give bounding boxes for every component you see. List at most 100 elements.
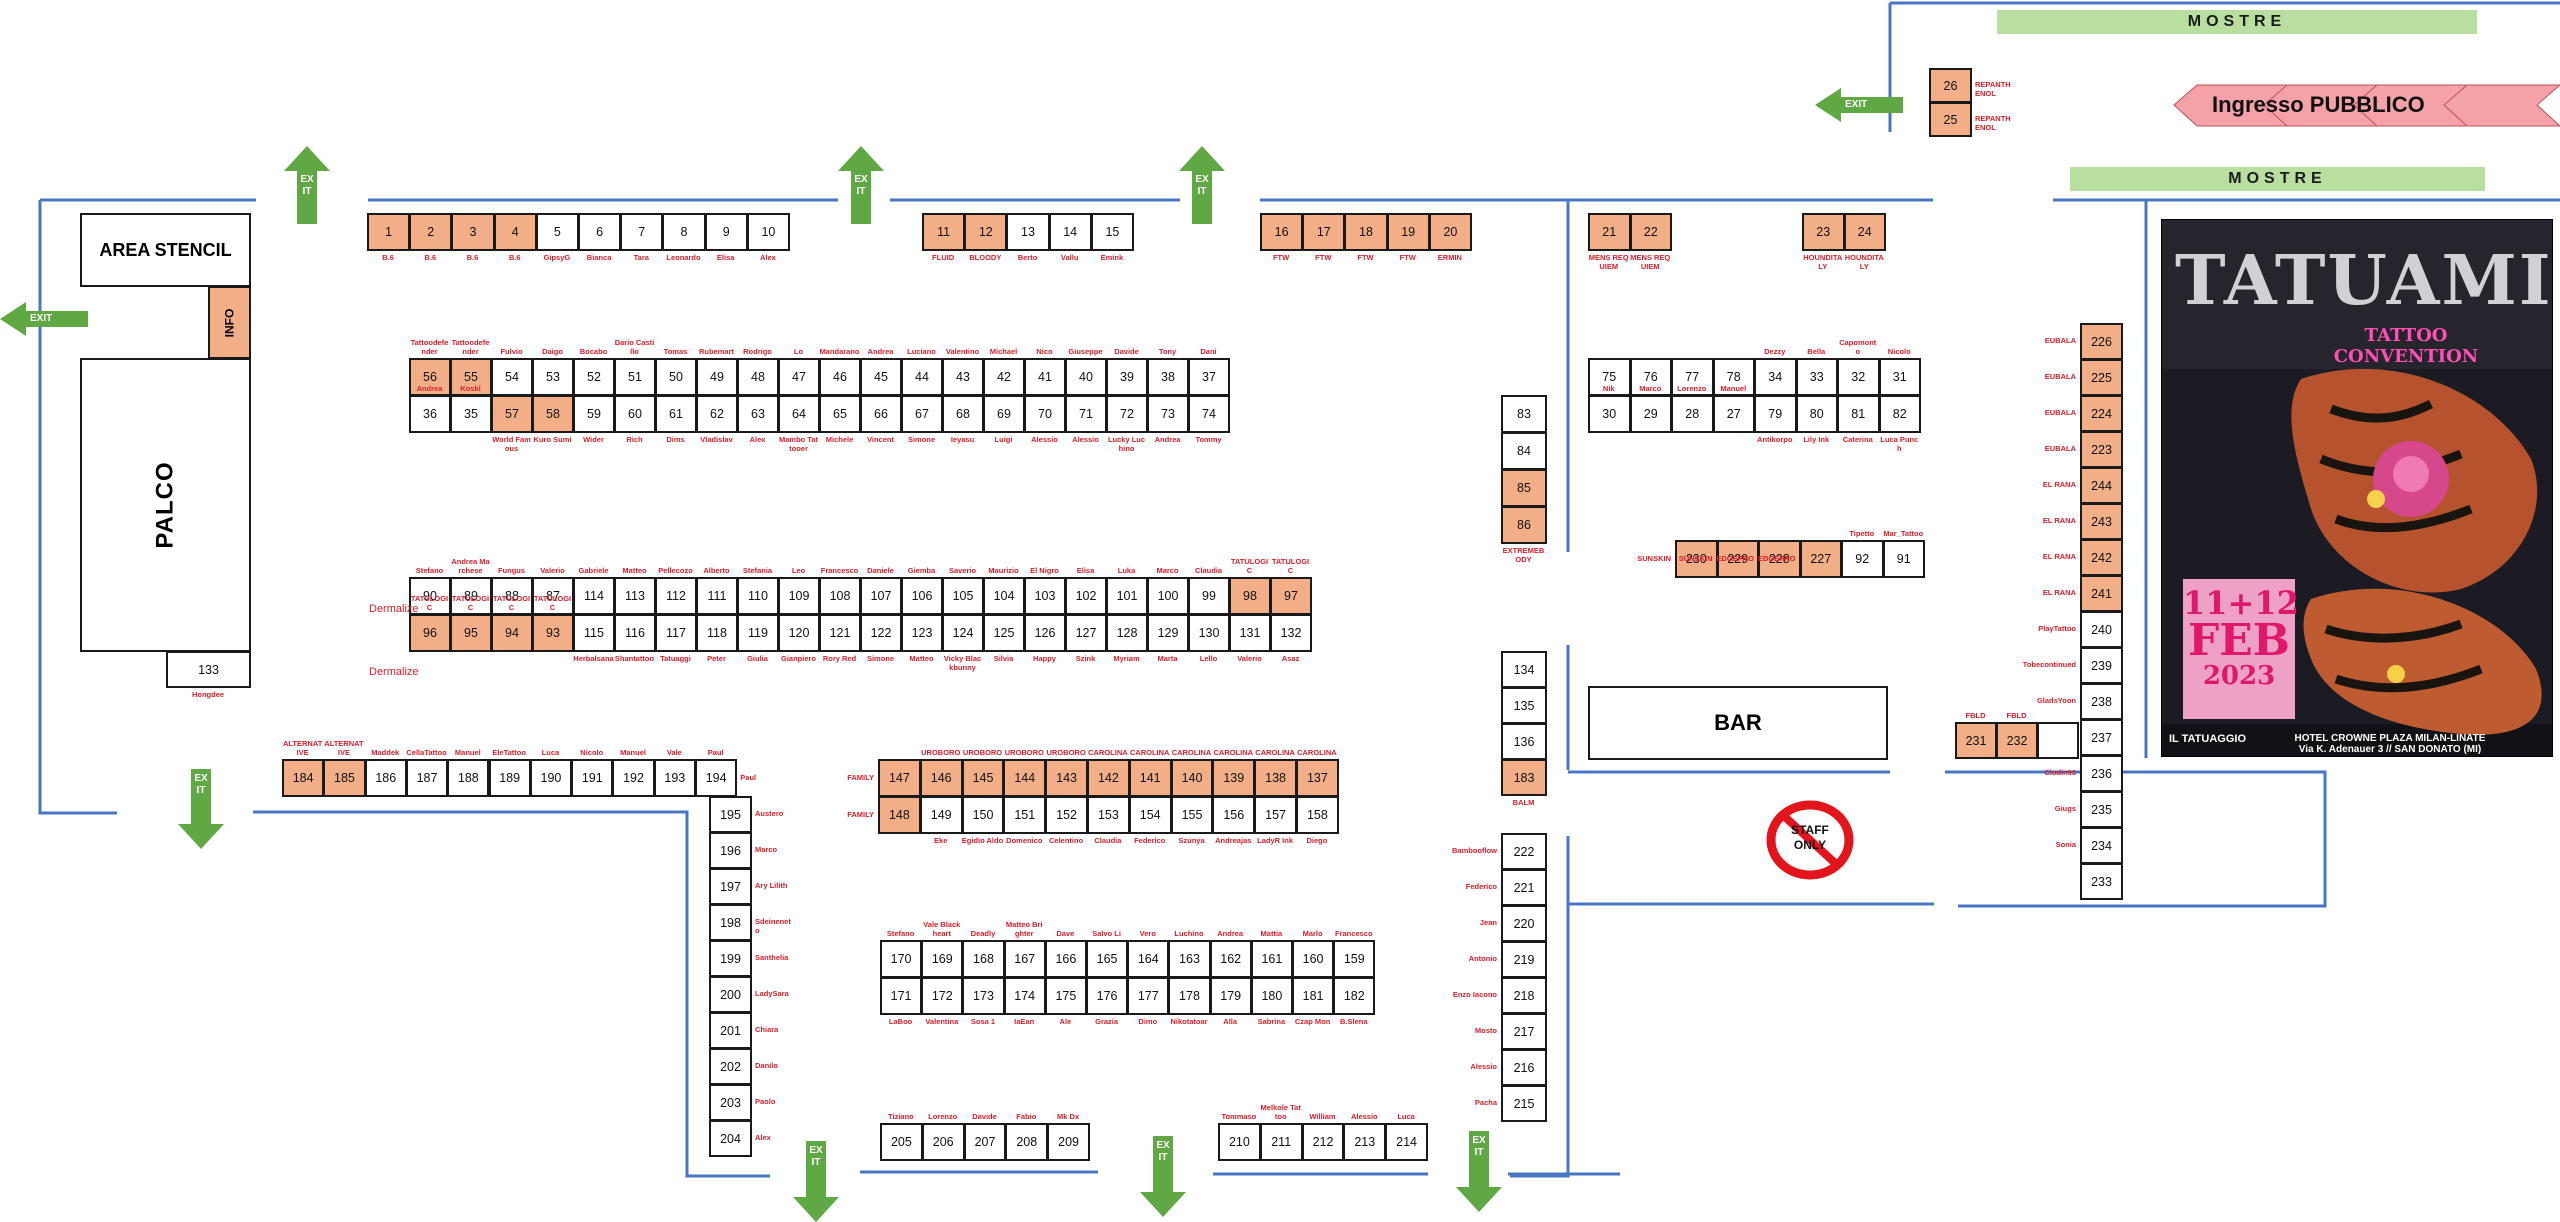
exit-sign[interactable]: EXIT bbox=[284, 146, 330, 224]
booth-133[interactable]: 133 bbox=[166, 651, 251, 688]
booth-215[interactable]: 215 bbox=[1501, 1085, 1547, 1122]
booth-132[interactable]: 132 bbox=[1270, 614, 1312, 652]
booth-195[interactable]: 195 bbox=[709, 796, 752, 833]
booth-151[interactable]: 151 bbox=[1003, 796, 1047, 834]
booth-240[interactable]: 240 bbox=[2080, 611, 2123, 648]
booth-72[interactable]: 72 bbox=[1106, 395, 1148, 433]
booth-216[interactable]: 216 bbox=[1501, 1049, 1547, 1086]
booth-60[interactable]: 60 bbox=[614, 395, 656, 433]
booth-209[interactable]: 209 bbox=[1047, 1123, 1090, 1161]
booth-123[interactable]: 123 bbox=[901, 614, 943, 652]
booth-53[interactable]: 53 bbox=[532, 358, 574, 396]
booth-69[interactable]: 69 bbox=[983, 395, 1025, 433]
booth-214[interactable]: 214 bbox=[1385, 1123, 1428, 1161]
booth-201[interactable]: 201 bbox=[709, 1012, 752, 1049]
booth-116[interactable]: 116 bbox=[614, 614, 656, 652]
booth-103[interactable]: 103 bbox=[1024, 577, 1066, 615]
booth-200[interactable]: 200 bbox=[709, 976, 752, 1013]
booth-161[interactable]: 161 bbox=[1250, 940, 1293, 978]
booth-97[interactable]: 97 bbox=[1270, 577, 1312, 615]
booth-138[interactable]: 138 bbox=[1254, 759, 1297, 797]
booth-2[interactable]: 2 bbox=[409, 213, 453, 251]
booth-68[interactable]: 68 bbox=[942, 395, 984, 433]
booth-21[interactable]: 21 bbox=[1588, 213, 1631, 251]
booth-213[interactable]: 213 bbox=[1343, 1123, 1387, 1161]
booth-10[interactable]: 10 bbox=[746, 213, 790, 251]
booth-96[interactable]: 96 bbox=[409, 614, 451, 652]
booth-19[interactable]: 19 bbox=[1386, 213, 1430, 251]
booth-120[interactable]: 120 bbox=[778, 614, 820, 652]
booth-49[interactable]: 49 bbox=[696, 358, 738, 396]
booth-14[interactable]: 14 bbox=[1048, 213, 1092, 251]
booth-177[interactable]: 177 bbox=[1127, 977, 1170, 1015]
booth-62[interactable]: 62 bbox=[696, 395, 738, 433]
booth-9[interactable]: 9 bbox=[704, 213, 748, 251]
booth-130[interactable]: 130 bbox=[1188, 614, 1230, 652]
booth-112[interactable]: 112 bbox=[655, 577, 697, 615]
booth-204[interactable]: 204 bbox=[709, 1120, 752, 1157]
booth-91[interactable]: 91 bbox=[1882, 540, 1925, 578]
booth-175[interactable]: 175 bbox=[1044, 977, 1087, 1015]
booth-227[interactable]: 227 bbox=[1799, 540, 1842, 578]
booth-8[interactable]: 8 bbox=[662, 213, 706, 251]
booth-126[interactable]: 126 bbox=[1024, 614, 1066, 652]
booth-157[interactable]: 157 bbox=[1254, 796, 1297, 834]
booth-208[interactable]: 208 bbox=[1005, 1123, 1049, 1161]
booth-blank[interactable] bbox=[2037, 722, 2079, 759]
booth-47[interactable]: 47 bbox=[778, 358, 820, 396]
exit-sign[interactable]: EXIT bbox=[793, 1141, 839, 1222]
booth-22[interactable]: 22 bbox=[1629, 213, 1672, 251]
booth-44[interactable]: 44 bbox=[901, 358, 943, 396]
booth-24[interactable]: 24 bbox=[1843, 213, 1886, 251]
booth-93[interactable]: 93 bbox=[532, 614, 574, 652]
booth-206[interactable]: 206 bbox=[921, 1123, 965, 1161]
booth-84[interactable]: 84 bbox=[1501, 432, 1547, 470]
booth-119[interactable]: 119 bbox=[737, 614, 779, 652]
booth-188[interactable]: 188 bbox=[447, 759, 490, 797]
booth-113[interactable]: 113 bbox=[614, 577, 656, 615]
booth-94[interactable]: 94 bbox=[491, 614, 533, 652]
booth-192[interactable]: 192 bbox=[612, 759, 655, 797]
booth-17[interactable]: 17 bbox=[1302, 213, 1346, 251]
booth-128[interactable]: 128 bbox=[1106, 614, 1148, 652]
booth-189[interactable]: 189 bbox=[488, 759, 531, 797]
booth-5[interactable]: 5 bbox=[535, 213, 579, 251]
booth-183[interactable]: 183 bbox=[1501, 759, 1547, 796]
booth-171[interactable]: 171 bbox=[880, 977, 923, 1015]
booth-129[interactable]: 129 bbox=[1147, 614, 1189, 652]
booth-150[interactable]: 150 bbox=[961, 796, 1005, 834]
booth-235[interactable]: 235 bbox=[2080, 791, 2123, 828]
booth-186[interactable]: 186 bbox=[364, 759, 407, 797]
booth-226[interactable]: 226 bbox=[2080, 323, 2123, 360]
booth-121[interactable]: 121 bbox=[819, 614, 861, 652]
booth-172[interactable]: 172 bbox=[921, 977, 964, 1015]
booth-185[interactable]: 185 bbox=[323, 759, 366, 797]
booth-203[interactable]: 203 bbox=[709, 1084, 752, 1121]
booth-173[interactable]: 173 bbox=[962, 977, 1005, 1015]
booth-101[interactable]: 101 bbox=[1106, 577, 1148, 615]
exit-sign[interactable]: EXIT bbox=[838, 146, 884, 224]
booth-134[interactable]: 134 bbox=[1501, 651, 1547, 688]
booth-234[interactable]: 234 bbox=[2080, 827, 2123, 864]
booth-241[interactable]: 241 bbox=[2080, 575, 2123, 612]
booth-146[interactable]: 146 bbox=[919, 759, 963, 797]
booth-156[interactable]: 156 bbox=[1212, 796, 1256, 834]
booth-144[interactable]: 144 bbox=[1003, 759, 1047, 797]
booth-145[interactable]: 145 bbox=[961, 759, 1005, 797]
booth-29[interactable]: 29 bbox=[1629, 395, 1672, 433]
booth-163[interactable]: 163 bbox=[1168, 940, 1211, 978]
booth-233[interactable]: 233 bbox=[2080, 863, 2123, 900]
booth-26[interactable]: 26 bbox=[1929, 68, 1972, 103]
booth-27[interactable]: 27 bbox=[1712, 395, 1755, 433]
booth-33[interactable]: 33 bbox=[1795, 358, 1838, 396]
booth-115[interactable]: 115 bbox=[573, 614, 615, 652]
booth-176[interactable]: 176 bbox=[1086, 977, 1129, 1015]
booth-224[interactable]: 224 bbox=[2080, 395, 2123, 432]
booth-95[interactable]: 95 bbox=[450, 614, 492, 652]
booth-111[interactable]: 111 bbox=[696, 577, 738, 615]
exit-sign[interactable]: EXIT bbox=[1815, 88, 1903, 122]
booth-104[interactable]: 104 bbox=[983, 577, 1025, 615]
booth-1[interactable]: 1 bbox=[367, 213, 411, 251]
booth-4[interactable]: 4 bbox=[493, 213, 537, 251]
booth-6[interactable]: 6 bbox=[578, 213, 622, 251]
